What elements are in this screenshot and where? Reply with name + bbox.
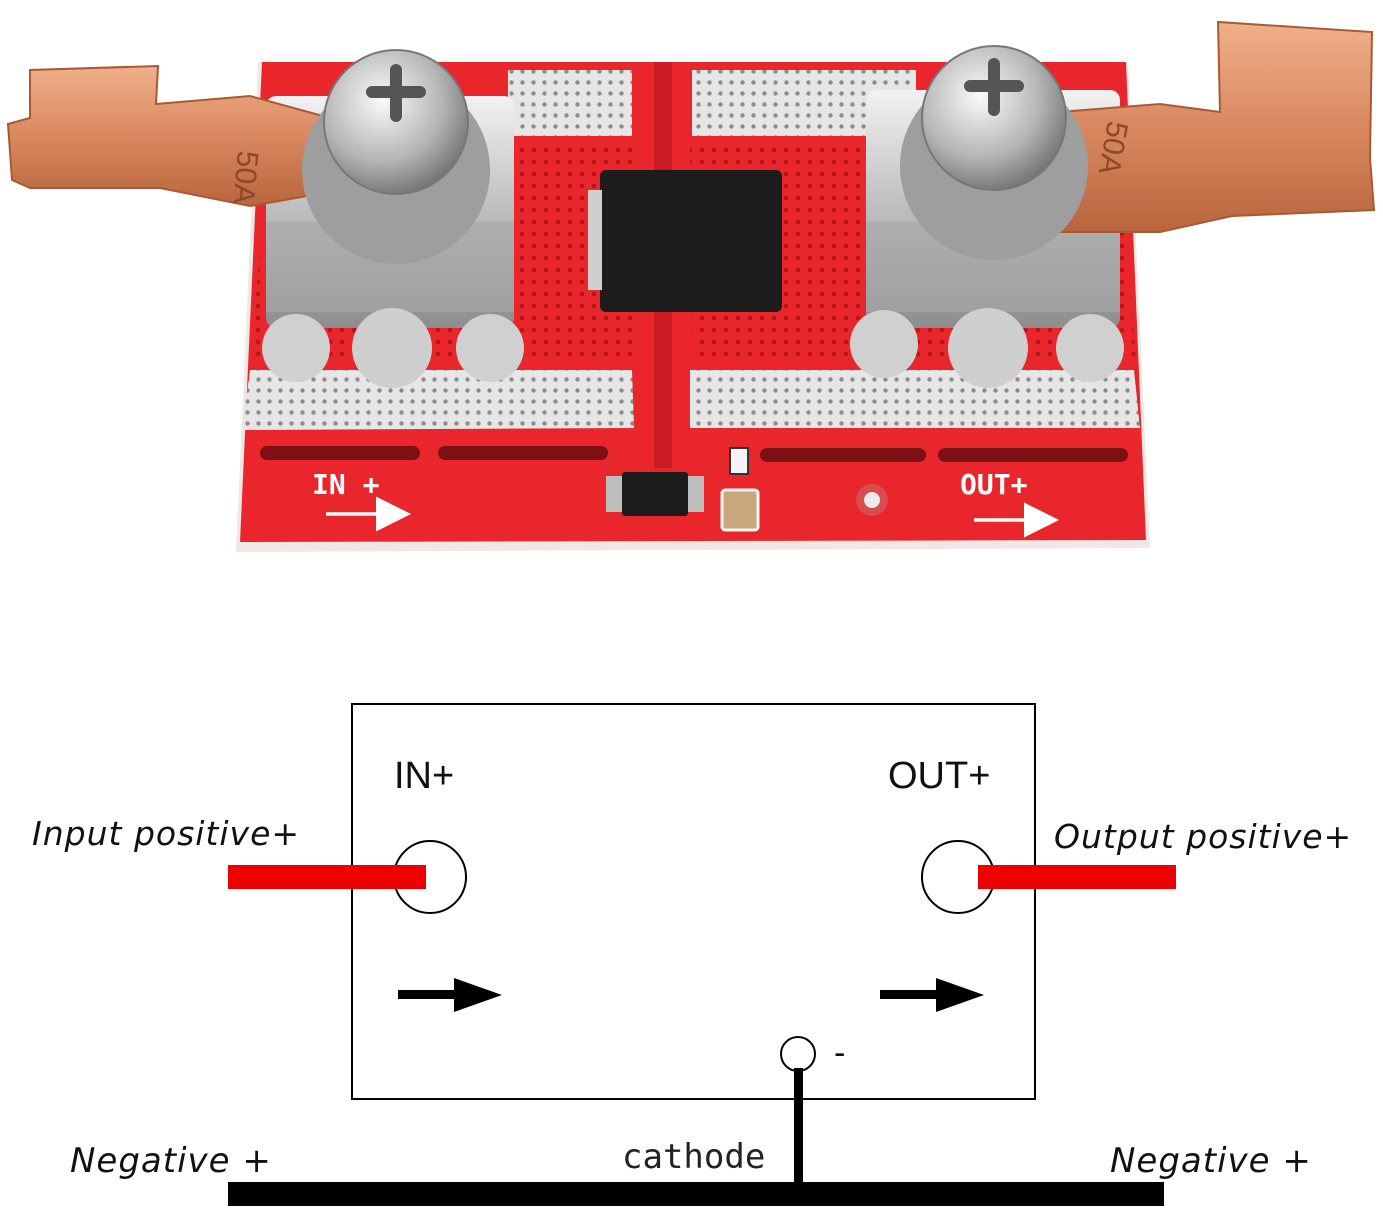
screw-left bbox=[302, 49, 490, 264]
pad-bottom-right bbox=[690, 370, 1140, 428]
lug-left-text: 50A bbox=[226, 149, 264, 205]
screw-right bbox=[900, 45, 1088, 260]
input-positive-label: Input positive+ bbox=[32, 814, 300, 853]
input-wire bbox=[228, 865, 426, 889]
driver-ic bbox=[622, 472, 688, 516]
flow-arrow-left bbox=[398, 978, 502, 1012]
slot bbox=[938, 448, 1128, 462]
module-box bbox=[351, 703, 1036, 1100]
smd-capacitor bbox=[720, 488, 760, 532]
slot bbox=[438, 446, 608, 460]
cathode-label: cathode bbox=[622, 1137, 765, 1177]
negative-right-label: Negative + bbox=[1110, 1141, 1312, 1181]
ic-pins-right bbox=[688, 476, 704, 512]
mosfet-chip bbox=[600, 170, 782, 312]
slot bbox=[760, 448, 926, 462]
flow-arrow-right bbox=[880, 978, 984, 1012]
pad-bottom-left bbox=[242, 370, 634, 430]
output-wire bbox=[978, 865, 1176, 889]
mosfet-pins bbox=[588, 190, 602, 290]
minus-label: - bbox=[834, 1034, 845, 1072]
ground-bus bbox=[228, 1182, 1164, 1206]
board-out-label: OUT+ bbox=[960, 468, 1027, 501]
negative-left-label: Negative + bbox=[70, 1141, 272, 1181]
slot bbox=[260, 446, 420, 460]
pad-top-left bbox=[508, 70, 632, 136]
smd-resistor bbox=[729, 447, 749, 475]
schematic-out-label: OUT+ bbox=[888, 755, 990, 797]
board-photo: IN + OUT+ bbox=[6, 20, 1376, 552]
ic-pins-left bbox=[606, 476, 622, 512]
wiring-schematic: IN+ OUT+ Input positive+ Output positive… bbox=[32, 703, 1352, 1206]
negative-terminal bbox=[780, 1036, 816, 1072]
output-positive-label: Output positive+ bbox=[1054, 817, 1352, 856]
test-hole-center bbox=[864, 492, 880, 508]
schematic-in-label: IN+ bbox=[394, 755, 454, 797]
cathode-wire bbox=[794, 1068, 803, 1188]
board-in-label: IN + bbox=[312, 468, 379, 501]
